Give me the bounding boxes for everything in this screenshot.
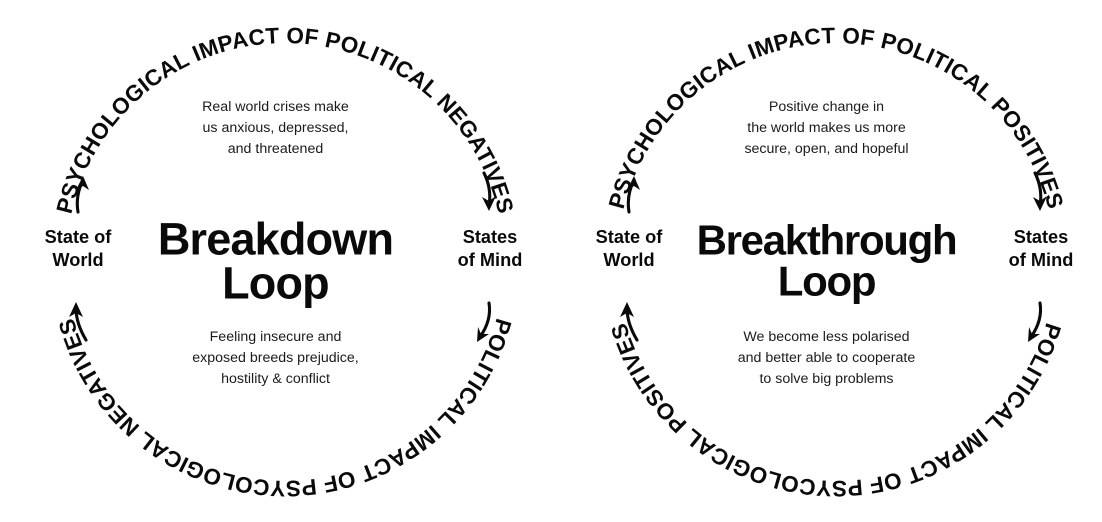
breakdown-label-states-of-mind: States of Mind <box>457 227 523 270</box>
arrow-northwest-up-left <box>75 176 89 214</box>
arrow-northeast-down-right <box>1033 171 1047 211</box>
breakthrough-blurb-bottom: We become less polarised and better able… <box>737 329 916 388</box>
breakdown-loop: PSYCHOLOGICAL IMPACT OF POLITICAL NEGATI… <box>44 23 523 501</box>
arrow-southwest-up-left <box>69 302 88 342</box>
breakdown-center-title: Breakdown Loop <box>157 213 394 308</box>
breakdown-blurb-bottom: Feeling insecure and exposed breeds prej… <box>192 329 359 388</box>
arrow-northeast-down-left <box>482 171 496 211</box>
breakthrough-label-states-of-mind: States of Mind <box>1008 227 1074 270</box>
arrow-northwest-up-right <box>626 176 640 214</box>
breakthrough-center-title: Breakthrough Loop <box>696 216 958 304</box>
arrow-southwest-up-right <box>620 302 639 342</box>
arrow-southeast-down-left <box>477 301 492 342</box>
breakthrough-label-state-of-world: State of World <box>595 227 663 270</box>
breakthrough-blurb-top: Positive change in the world makes us mo… <box>744 99 909 158</box>
breakdown-label-state-of-world: State of World <box>44 227 112 270</box>
breakdown-ring-graphics: PSYCHOLOGICAL IMPACT OF POLITICAL NEGATI… <box>52 23 518 501</box>
breakthrough-ring-graphics: PSYCHOLOGICAL IMPACT OF POLITICAL POSITI… <box>604 23 1068 501</box>
breakdown-blurb-top: Real world crises make us anxious, depre… <box>202 99 349 158</box>
arrow-southeast-down-right <box>1028 301 1043 342</box>
breakthrough-loop: PSYCHOLOGICAL IMPACT OF POLITICAL POSITI… <box>551 0 1102 522</box>
